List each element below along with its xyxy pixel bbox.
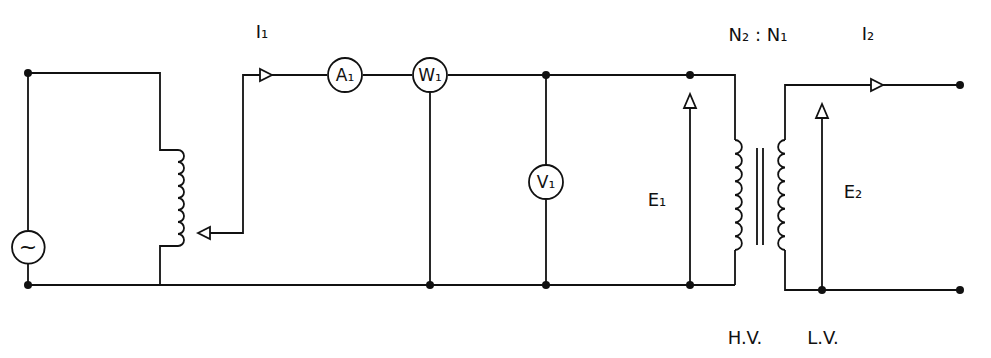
coil bbox=[778, 140, 785, 250]
coil bbox=[178, 150, 184, 246]
emf-arrow-head bbox=[816, 104, 828, 118]
wiper-wire bbox=[198, 75, 327, 233]
emf-arrow-head bbox=[684, 94, 696, 108]
transformer-core bbox=[757, 148, 763, 245]
meter-circle: A₁ bbox=[327, 57, 363, 93]
primary-wire bbox=[448, 75, 735, 285]
meter-circle: V₁ bbox=[528, 164, 564, 200]
supply-rails bbox=[28, 73, 735, 285]
emf-arrow-line bbox=[821, 118, 823, 290]
quantity-label: E₂ bbox=[842, 182, 865, 202]
quantity-label: E₁ bbox=[646, 190, 669, 210]
secondary-wire bbox=[785, 85, 960, 290]
meter-circle: W₁ bbox=[412, 57, 448, 93]
ac-source: ~ bbox=[11, 230, 46, 265]
current-arrow bbox=[260, 69, 272, 81]
quantity-label: I₁ bbox=[254, 22, 271, 42]
emf-arrow-line bbox=[689, 108, 691, 285]
wires bbox=[28, 69, 960, 290]
winding-label: L.V. bbox=[805, 328, 840, 348]
quantity-label: I₂ bbox=[860, 24, 877, 44]
wiper-arrow bbox=[198, 227, 210, 239]
meter-label: W₁ bbox=[418, 67, 442, 84]
meter-label: V₁ bbox=[537, 174, 555, 191]
source-symbol: ~ bbox=[19, 236, 37, 258]
wire bbox=[363, 74, 412, 76]
coil bbox=[735, 140, 742, 250]
current-arrow bbox=[871, 79, 883, 91]
meter-label: A₁ bbox=[336, 67, 354, 84]
turns-ratio: N₂ : N₁ bbox=[727, 25, 790, 45]
junction-dots bbox=[24, 69, 964, 294]
coil-windings bbox=[178, 140, 785, 250]
wattmeter-voltage-lead bbox=[429, 93, 431, 285]
winding-label: H.V. bbox=[726, 328, 765, 348]
